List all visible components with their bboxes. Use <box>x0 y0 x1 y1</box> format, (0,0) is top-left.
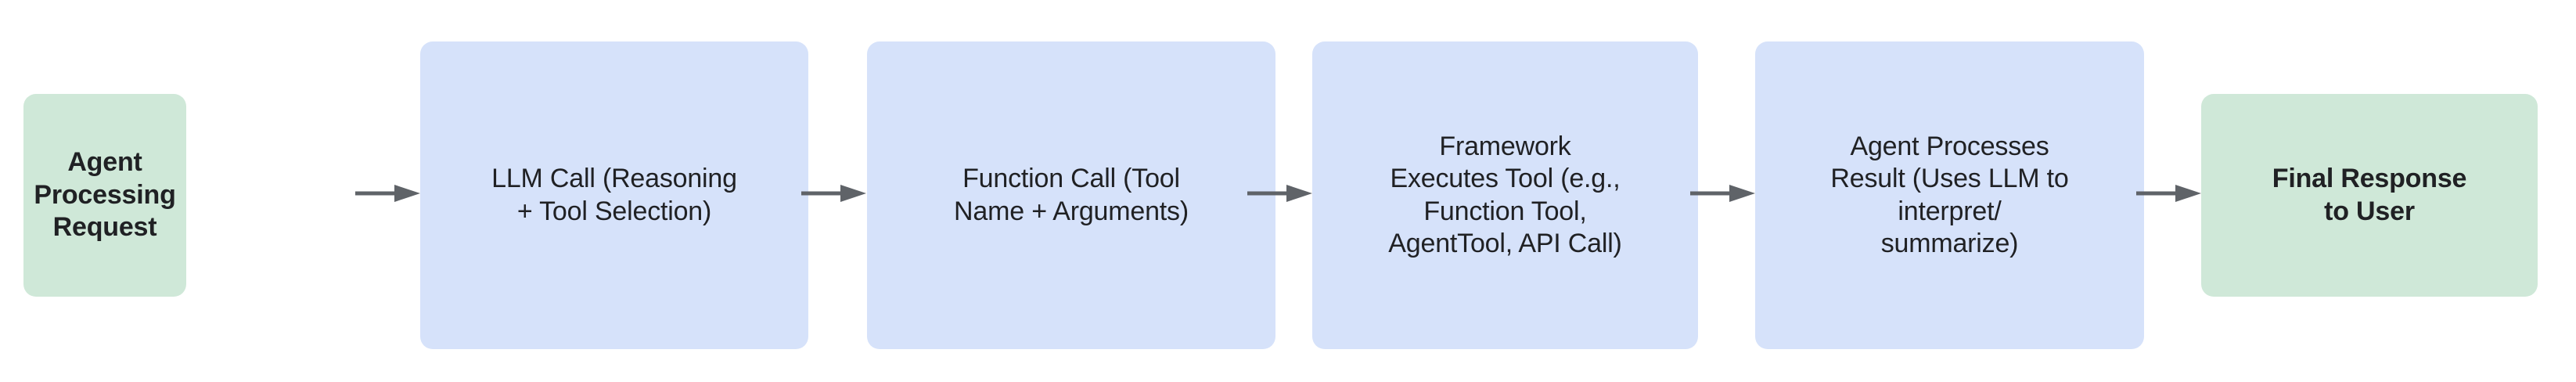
node-label: LLM Call (Reasoning + Tool Selection) <box>491 164 737 226</box>
node-agent-processing-request[interactable]: Agent Processing Request <box>23 94 186 297</box>
arrow-head-icon <box>2175 185 2201 202</box>
node-agent-processes-result[interactable]: Agent Processes Result (Uses LLM to inte… <box>1755 41 2144 349</box>
arrow-connector-1 <box>355 182 421 204</box>
arrow-connector-4 <box>1690 182 1756 204</box>
node-llm-call[interactable]: LLM Call (Reasoning + Tool Selection) <box>420 41 808 349</box>
node-function-call[interactable]: Function Call (Tool Name + Arguments) <box>867 41 1275 349</box>
node-label: Agent Processes Result (Uses LLM to inte… <box>1830 131 2069 258</box>
arrow-connector-3 <box>1247 182 1313 204</box>
node-label: Final Response to User <box>2272 164 2467 226</box>
node-label: Function Call (Tool Name + Arguments) <box>954 164 1189 226</box>
arrow-head-icon <box>1286 185 1312 202</box>
arrow-head-icon <box>1729 185 1755 202</box>
node-label: Framework Executes Tool (e.g., Function … <box>1388 131 1622 258</box>
node-label: Agent Processing Request <box>34 147 176 243</box>
node-final-response-to-user[interactable]: Final Response to User <box>2201 94 2538 297</box>
node-framework-executes-tool[interactable]: Framework Executes Tool (e.g., Function … <box>1312 41 1698 349</box>
arrow-connector-2 <box>801 182 867 204</box>
arrow-head-icon <box>394 185 420 202</box>
arrow-head-icon <box>840 185 866 202</box>
arrow-connector-5 <box>2136 182 2202 204</box>
